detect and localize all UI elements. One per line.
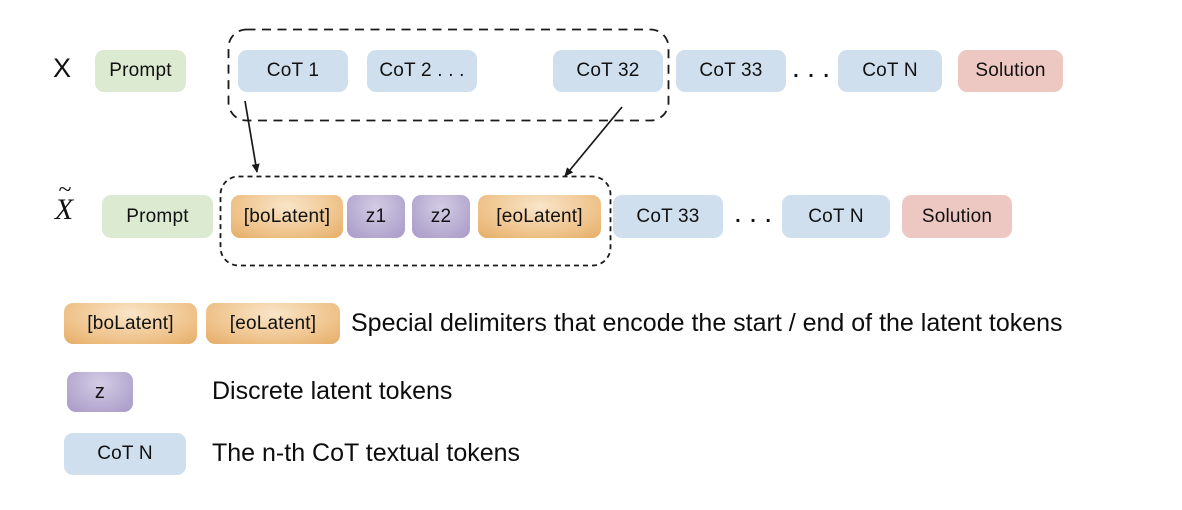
legend-bolatent-box: [boLatent]	[64, 303, 197, 344]
ellipsis-x-tilde: . . .	[735, 205, 773, 227]
legend-latent-description: Discrete latent tokens	[212, 377, 453, 405]
token-cot-32: CoT 32	[553, 50, 663, 92]
ellipsis-x: . . .	[793, 59, 831, 82]
legend-delimiters-description: Special delimiters that encode the start…	[351, 309, 1063, 337]
arrow-cot32-to-eolatent	[564, 106, 623, 177]
token-z1: z1	[347, 195, 405, 238]
legend-eolatent-box: [eoLatent]	[206, 303, 340, 344]
token-cot-n-x: CoT N	[838, 50, 942, 92]
legend-cot-box: CoT N	[64, 433, 186, 475]
x-tilde-base: X	[54, 193, 74, 226]
token-cot-33-x-tilde: CoT 33	[613, 195, 723, 238]
sequence-x-label: X	[53, 53, 72, 83]
token-cot-33-x: CoT 33	[676, 50, 786, 92]
token-cot-n-x-tilde: CoT N	[782, 195, 890, 238]
token-solution-x: Solution	[958, 50, 1063, 92]
token-z2: z2	[412, 195, 470, 238]
token-bolatent: [boLatent]	[231, 195, 343, 238]
token-solution-x-tilde: Solution	[902, 195, 1012, 238]
token-cot-1: CoT 1	[238, 50, 348, 92]
arrow-cot1-to-bolatent	[244, 100, 260, 173]
token-prompt-x-tilde: Prompt	[102, 195, 213, 238]
token-eolatent: [eoLatent]	[478, 195, 601, 238]
tilde-accent: ~	[58, 177, 72, 203]
sequence-x-tilde-label: ~ X	[46, 177, 82, 226]
token-cot-2: CoT 2 . . .	[367, 50, 477, 92]
token-prompt-x: Prompt	[95, 50, 186, 92]
legend-z-box: z	[67, 372, 133, 412]
legend-cot-description: The n-th CoT textual tokens	[212, 439, 521, 467]
